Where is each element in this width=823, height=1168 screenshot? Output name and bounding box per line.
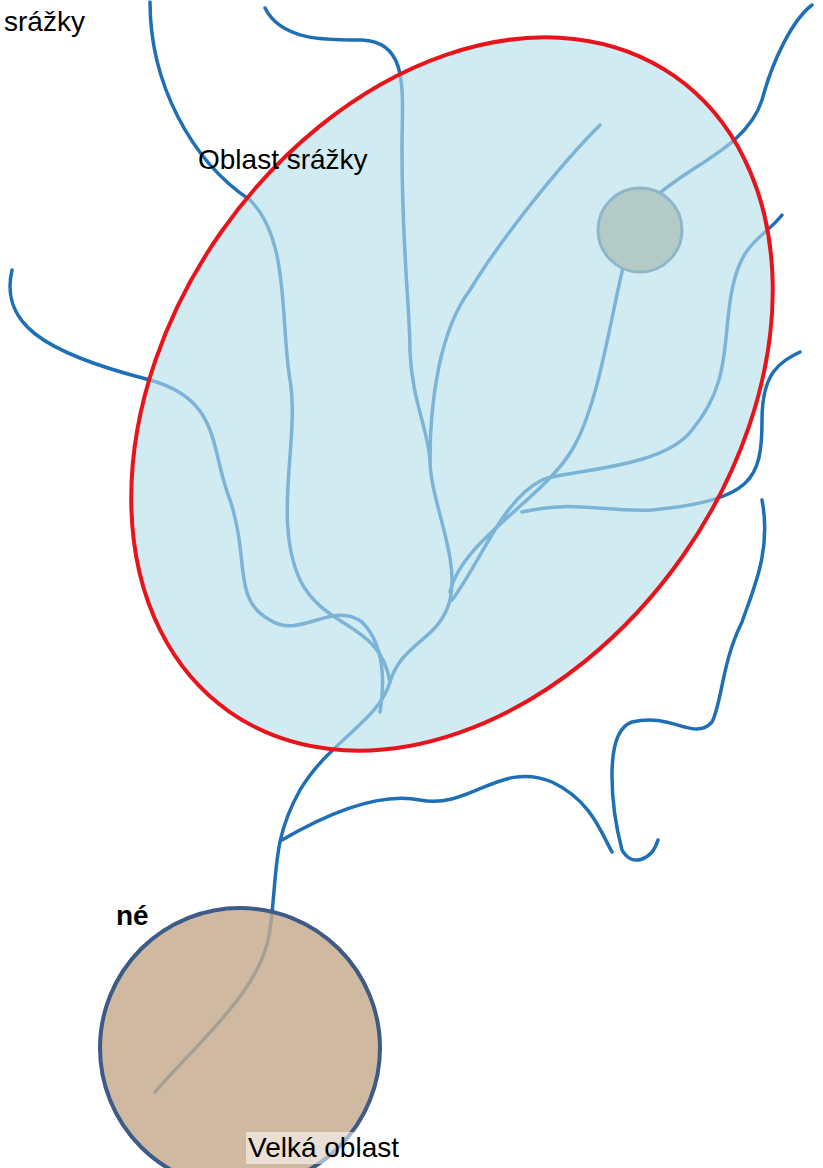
rain-area: Oblast srážky bbox=[92, 38, 812, 750]
area-label: Oblast srážky bbox=[198, 144, 368, 176]
fragment-label: srážky bbox=[4, 6, 85, 38]
fragment-label: né bbox=[116, 900, 149, 932]
outline bbox=[98, 906, 382, 1168]
area-label: Velká oblast bbox=[246, 1132, 401, 1164]
large-area: Velká oblast bbox=[98, 906, 382, 1168]
